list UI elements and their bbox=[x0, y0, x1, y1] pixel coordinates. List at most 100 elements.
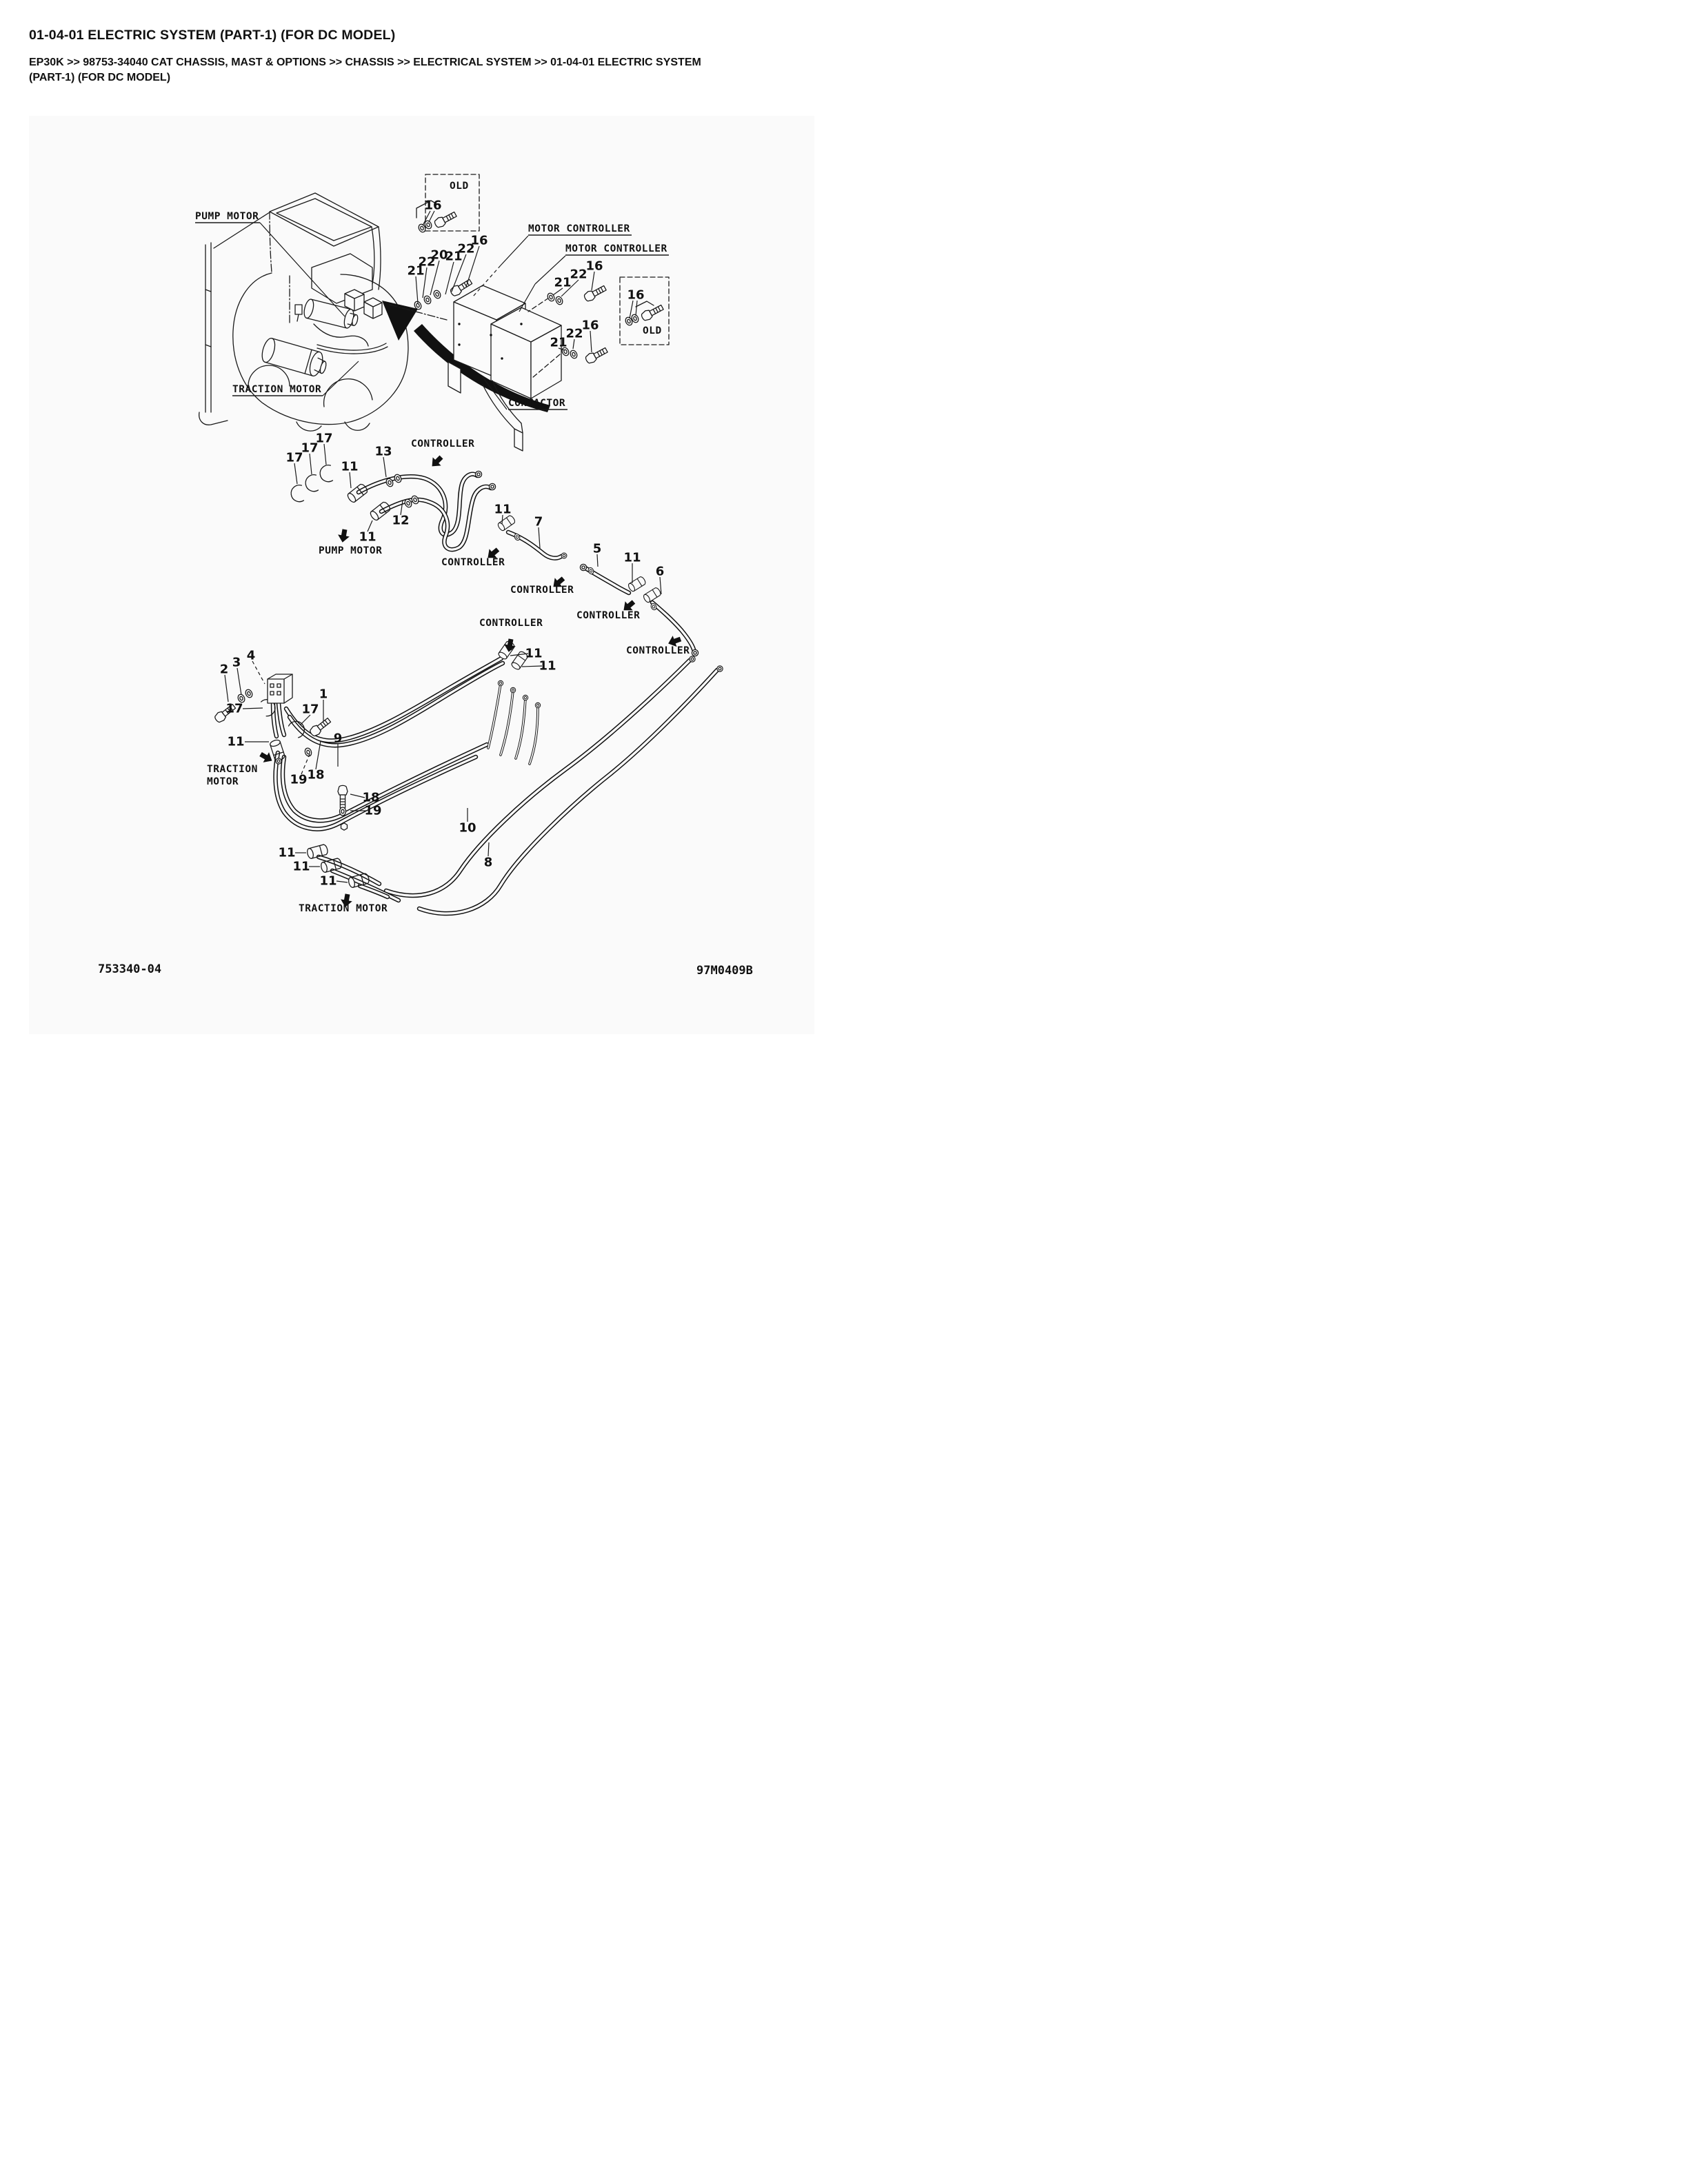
diagram-label: MOTOR CONTROLLER bbox=[528, 223, 630, 234]
leader-line bbox=[367, 520, 373, 532]
connector-block-art bbox=[267, 674, 293, 704]
diagram-label: TRACTION MOTOR bbox=[299, 903, 388, 914]
leader-line bbox=[482, 376, 508, 410]
callout-number: 16 bbox=[424, 199, 441, 213]
leader-line bbox=[428, 210, 435, 223]
diagram-label: CONTROLLER bbox=[411, 438, 474, 449]
callout-number: 19 bbox=[290, 773, 307, 787]
leader-line bbox=[500, 235, 529, 266]
leader-line bbox=[501, 514, 503, 525]
callout-number: 8 bbox=[484, 856, 493, 870]
diagram-label: CONTACTOR bbox=[508, 398, 565, 409]
callout-number: 11 bbox=[341, 460, 358, 474]
leader-line bbox=[415, 276, 419, 304]
parts-catalog-page: 01-04-01 ELECTRIC SYSTEM (PART-1) (FOR D… bbox=[0, 0, 844, 1092]
callout-number: 10 bbox=[459, 821, 476, 836]
callout-number: 19 bbox=[364, 804, 381, 818]
leader-line bbox=[510, 653, 529, 656]
leader-line bbox=[521, 665, 543, 667]
callout-number: 4 bbox=[247, 649, 256, 663]
leader-line bbox=[472, 265, 501, 297]
diagram-label: PUMP MOTOR bbox=[195, 211, 259, 222]
leader-line bbox=[252, 660, 265, 685]
callout-number: 3 bbox=[232, 656, 241, 670]
callout-number: 11 bbox=[319, 874, 336, 889]
callout-number: 18 bbox=[307, 768, 324, 782]
leader-line bbox=[590, 330, 592, 353]
leader-line bbox=[561, 279, 579, 297]
leader-line bbox=[259, 222, 345, 317]
leader-line bbox=[322, 361, 359, 396]
diagram-label: CONTROLLER bbox=[510, 585, 574, 596]
callout-number: 18 bbox=[362, 791, 379, 805]
breadcrumb-line-1: EP30K >> 98753-34040 CAT CHASSIS, MAST &… bbox=[29, 57, 701, 68]
diagram-label: PUMP MOTOR bbox=[319, 545, 382, 556]
callout-number: 22 bbox=[457, 242, 474, 256]
leader-line bbox=[451, 254, 467, 292]
leader-line bbox=[552, 287, 563, 296]
leader-line bbox=[445, 261, 454, 295]
diagram-label: OLD bbox=[450, 181, 469, 192]
callout-number: 11 bbox=[292, 860, 310, 874]
callout-number: 11 bbox=[227, 735, 244, 749]
leader-line bbox=[465, 245, 480, 287]
callout-number: 16 bbox=[581, 318, 599, 333]
leader-line bbox=[591, 271, 595, 291]
callout-number: 11 bbox=[623, 551, 641, 565]
callout-number: 16 bbox=[627, 288, 644, 303]
callout-number: 17 bbox=[285, 451, 303, 465]
parts-diagram: PUMP MOTOR TRACTION MOTOR OLD MOTOR CONTROL… bbox=[195, 174, 723, 916]
leader-line bbox=[400, 500, 403, 516]
leader-line bbox=[488, 842, 490, 857]
direction-arrow-icon bbox=[503, 638, 517, 654]
leader-line bbox=[315, 740, 321, 770]
callout-number: 21 bbox=[445, 250, 462, 264]
leader-line bbox=[629, 300, 634, 319]
callout-number: 16 bbox=[585, 259, 603, 274]
diagram-panel: PUMP MOTOR TRACTION MOTOR OLD MOTOR CONTROL… bbox=[29, 116, 814, 1034]
leader-line bbox=[224, 674, 229, 702]
drawing-number: 753340-04 bbox=[98, 962, 162, 976]
callout-number: 21 bbox=[550, 336, 567, 350]
callout-number: 11 bbox=[278, 846, 295, 860]
leader-line bbox=[596, 554, 599, 567]
breadcrumb: EP30K >> 98753-34040 CAT CHASSIS, MAST &… bbox=[29, 55, 801, 85]
leader-line bbox=[294, 463, 298, 485]
document-code: 97M0409B bbox=[696, 964, 753, 978]
leader-line bbox=[635, 300, 638, 316]
callout-number: 13 bbox=[374, 445, 392, 459]
leader-line bbox=[422, 267, 428, 299]
callout-number: 2 bbox=[220, 663, 229, 677]
leader-line bbox=[538, 527, 541, 549]
callout-number: 22 bbox=[418, 255, 435, 270]
diagram-label: CONTROLLER bbox=[441, 557, 505, 568]
diagram-label: MOTOR CONTROLLER bbox=[565, 243, 667, 254]
breadcrumb-line-2: (PART-1) (FOR DC MODEL) bbox=[29, 72, 171, 83]
cable-art bbox=[270, 472, 720, 916]
callout-number: 9 bbox=[334, 731, 343, 746]
callout-number: 21 bbox=[554, 276, 571, 290]
leader-line bbox=[659, 576, 662, 595]
leader-line bbox=[237, 667, 242, 696]
callout-number: 17 bbox=[315, 432, 332, 446]
forklift-sketch bbox=[199, 192, 409, 432]
diagram-label: MOTOR bbox=[207, 776, 239, 787]
leader-line bbox=[422, 210, 431, 226]
callout-number: 7 bbox=[534, 515, 543, 529]
leader-line bbox=[572, 338, 575, 350]
leader-line bbox=[558, 347, 565, 351]
leader-line bbox=[349, 472, 352, 489]
leader-line bbox=[534, 255, 566, 285]
callout-number: 17 bbox=[301, 702, 319, 717]
callout-number: 11 bbox=[539, 659, 556, 674]
callout-number: 16 bbox=[470, 234, 488, 248]
diagram-label: CONTROLLER bbox=[576, 610, 640, 621]
callout-number: 6 bbox=[656, 565, 665, 579]
callout-number: 5 bbox=[593, 542, 602, 556]
leader-line bbox=[300, 714, 311, 725]
leader-line bbox=[336, 880, 348, 883]
direction-arrow-icon bbox=[336, 528, 351, 544]
callout-number: 11 bbox=[359, 530, 376, 545]
callout-number: 12 bbox=[392, 514, 409, 528]
leader-line bbox=[242, 707, 263, 709]
